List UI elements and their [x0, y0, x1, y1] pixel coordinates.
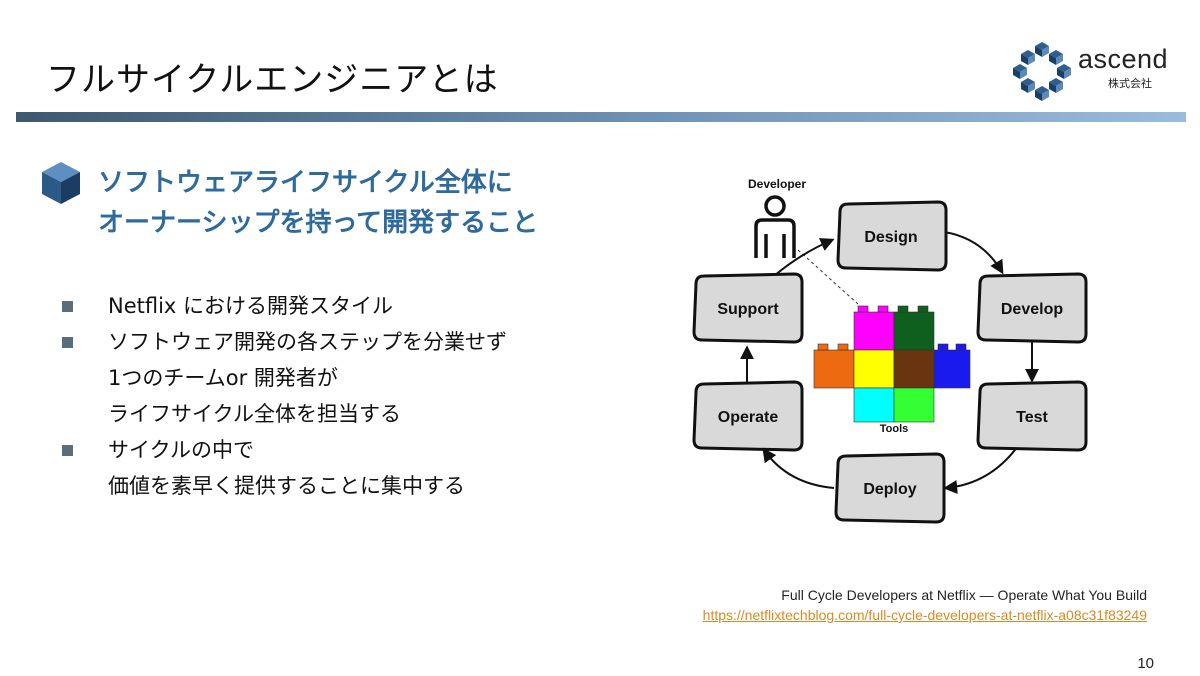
- brick-brown: [893, 349, 935, 389]
- step-operate: Operate: [692, 380, 804, 452]
- step-support: Support: [692, 272, 804, 344]
- developer-label: Developer: [748, 177, 806, 191]
- logo-name: ascend: [1078, 44, 1169, 74]
- bullet-item: ソフトウェア開発の各ステップを分業せず: [62, 324, 622, 360]
- brick-magenta: [853, 311, 895, 351]
- full-cycle-diagram: Developer Design Develop Test Deploy Ope…: [692, 177, 1088, 524]
- reference-link[interactable]: https://netflixtechblog.com/full-cycle-d…: [702, 607, 1147, 623]
- logo-mark-icon: [1013, 42, 1071, 101]
- brick-blue: [933, 349, 971, 389]
- step-develop: Develop: [976, 272, 1088, 344]
- step-label: Deploy: [863, 481, 916, 498]
- tools-label: Tools: [880, 423, 909, 435]
- title-divider: [16, 112, 1186, 122]
- brick-orange: [813, 349, 855, 389]
- section-heading: ソフトウェアライフサイクル全体に オーナーシップを持って開発すること: [98, 163, 538, 243]
- reference-title: Full Cycle Developers at Netflix — Opera…: [781, 587, 1147, 603]
- page-number: 10: [1137, 655, 1154, 672]
- arrow-deploy-operate: [762, 447, 835, 489]
- cube-icon: [42, 162, 80, 204]
- brick-yellow: [853, 349, 895, 389]
- developer-link-line: [797, 249, 859, 305]
- heading-line-2: オーナーシップを持って開発すること: [98, 208, 539, 238]
- brick-cyan: [853, 387, 895, 423]
- developer-icon: [754, 195, 796, 258]
- bullet-text: サイクルの中で: [108, 438, 254, 462]
- step-label: Operate: [718, 409, 779, 426]
- step-deploy: Deploy: [834, 452, 946, 524]
- bullet-item: Netflix における開発スタイル: [62, 288, 622, 324]
- arrow-test-deploy: [943, 445, 1019, 494]
- step-label: Design: [864, 229, 917, 246]
- bullet-text: ライフサイクル全体を担当する: [108, 402, 401, 426]
- bullet-list: Netflix における開発スタイル ソフトウェア開発の各ステップを分業せず 1…: [62, 288, 622, 504]
- step-label: Test: [1016, 409, 1048, 426]
- bullet-text: 価値を素早く提供することに集中する: [108, 474, 465, 498]
- bullet-text: Netflix における開発スタイル: [108, 294, 394, 318]
- tools-bricks: [813, 305, 971, 423]
- bullet-continuation: 価値を素早く提供することに集中する: [62, 468, 622, 504]
- arrow-support-design: [773, 238, 835, 277]
- step-label: Support: [717, 301, 779, 318]
- ascend-logo: [1013, 42, 1071, 101]
- brick-darkgreen: [893, 311, 935, 351]
- bullet-item: サイクルの中で: [62, 432, 622, 468]
- slide-title: フルサイクルエンジニアとは: [46, 60, 499, 100]
- bullet-text: 1つのチームor 開発者が: [108, 366, 338, 390]
- bullet-marker: [62, 337, 73, 348]
- heading-line-1: ソフトウェアライフサイクル全体に: [98, 168, 513, 198]
- step-test: Test: [976, 380, 1088, 452]
- brick-green: [893, 387, 935, 423]
- step-design: Design: [836, 200, 948, 272]
- step-label: Develop: [1001, 301, 1063, 318]
- arrow-design-develop: [943, 231, 1004, 275]
- logo-subtitle: 株式会社: [1108, 77, 1152, 90]
- cycle-arrows: [740, 231, 1039, 494]
- bullet-text: ソフトウェア開発の各ステップを分業せず: [108, 330, 507, 354]
- reference: Full Cycle Developers at Netflix — Opera…: [703, 585, 1147, 625]
- bullet-continuation: 1つのチームor 開発者が: [62, 360, 622, 396]
- bullet-marker: [62, 301, 73, 312]
- bullet-marker: [62, 445, 73, 456]
- bullet-continuation: ライフサイクル全体を担当する: [62, 396, 622, 432]
